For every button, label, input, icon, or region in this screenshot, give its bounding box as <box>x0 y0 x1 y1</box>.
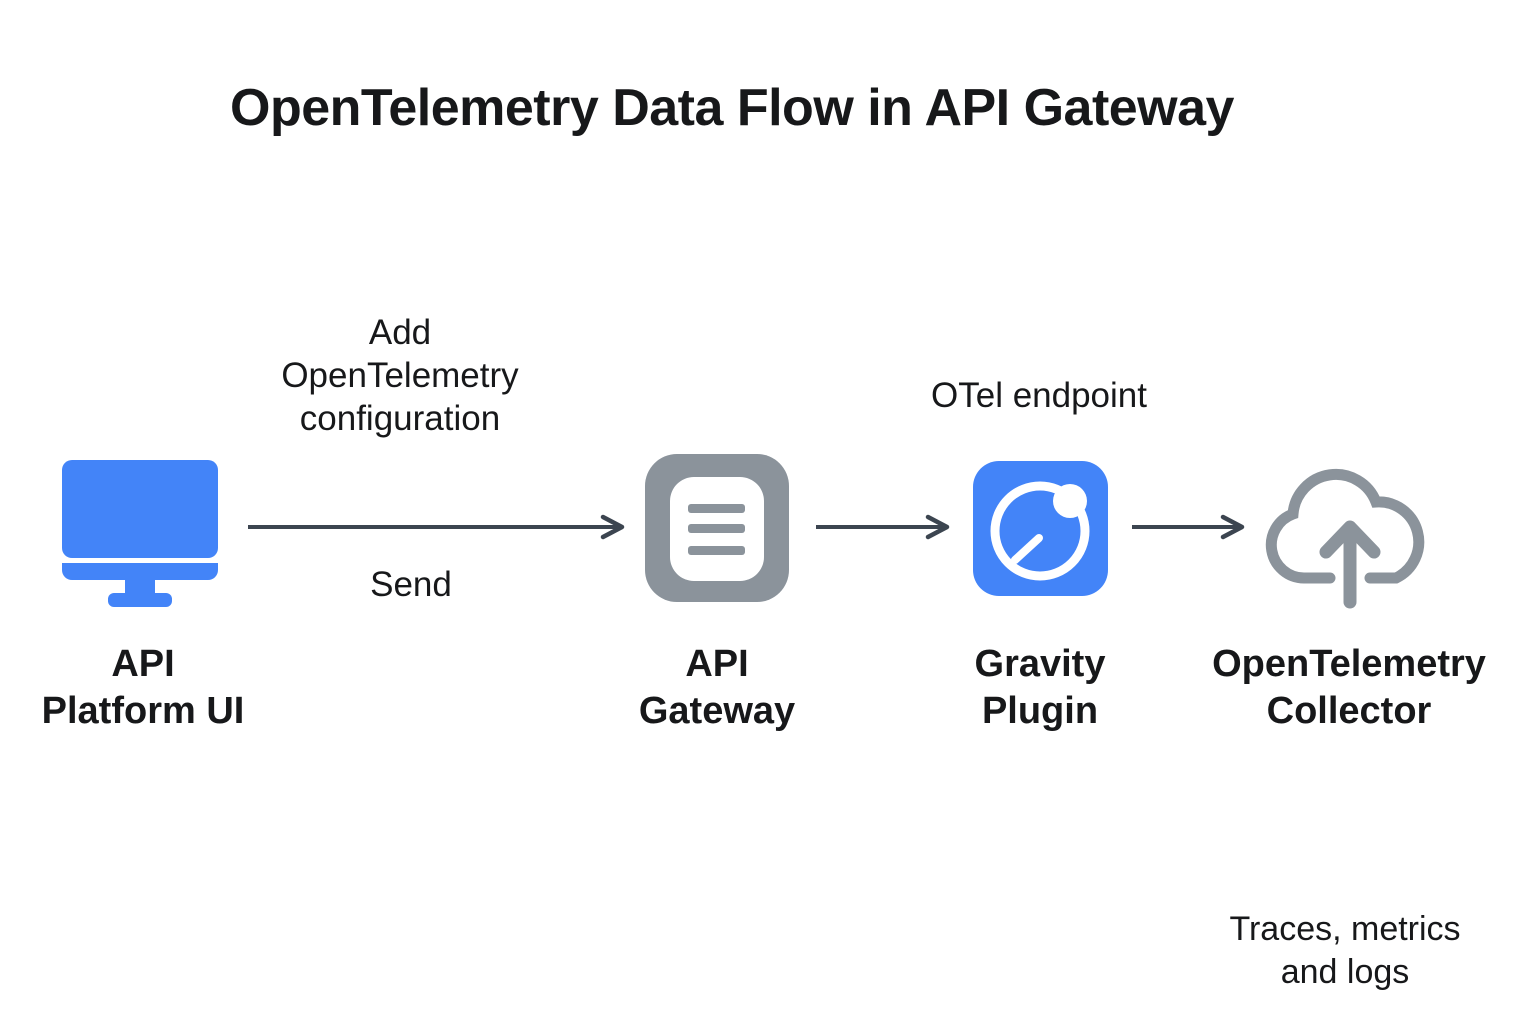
arrow-gateway-to-plugin <box>816 512 950 542</box>
orbit-icon <box>973 461 1108 596</box>
node-label-api-gateway: API Gateway <box>638 643 796 732</box>
node-label-gravity-plugin: Gravity Plugin <box>974 643 1106 732</box>
node-api-gateway <box>645 454 789 602</box>
node-label-api-platform-ui: API Platform UI <box>41 643 245 732</box>
footnote-traces-metrics-logs: Traces, metrics and logs <box>1229 910 1461 991</box>
document-icon <box>645 454 789 602</box>
node-gravity-plugin <box>973 461 1108 596</box>
monitor-icon <box>62 460 218 607</box>
edge-label-add-otel-config: Add OpenTelemetry configuration <box>281 313 519 438</box>
edge-label-otel-endpoint: OTel endpoint <box>931 376 1147 415</box>
node-opentelemetry-collector <box>1262 458 1438 610</box>
edge-label-send: Send <box>370 565 452 604</box>
diagram-title: OpenTelemetry Data Flow in API Gateway <box>230 79 1234 137</box>
node-api-platform-ui <box>62 460 218 607</box>
node-label-opentelemetry-collector: OpenTelemetry Collector <box>1212 643 1486 732</box>
cloud-upload-icon <box>1262 458 1438 610</box>
arrow-ui-to-gateway <box>247 512 625 542</box>
arrow-plugin-to-collector <box>1132 512 1245 542</box>
